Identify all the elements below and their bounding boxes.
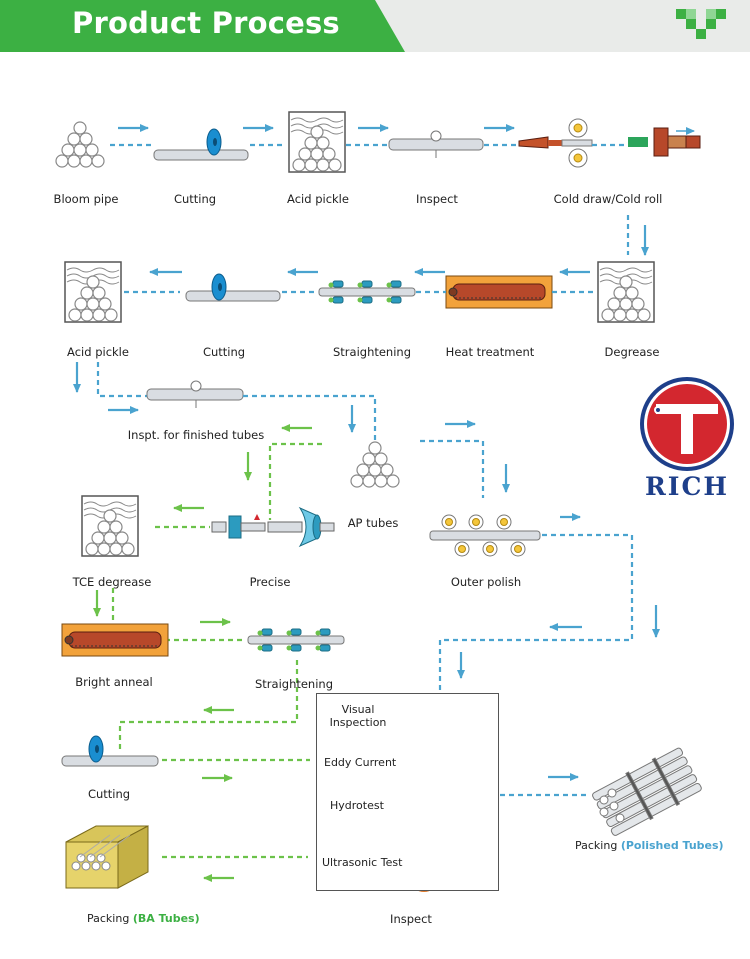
label-precise: Precise xyxy=(249,575,291,589)
straightener-icon xyxy=(247,627,345,653)
label-cutting: Cutting xyxy=(173,192,217,206)
cutting-wheel-icon xyxy=(61,735,159,767)
acid-tank-icon xyxy=(598,262,654,322)
packing-ba-note: (BA Tubes) xyxy=(132,912,200,925)
furnace-icon xyxy=(61,623,169,657)
label-packing-polished: Packing (Polished Tubes) xyxy=(575,839,724,852)
label-heat-treatment: Heat treatment xyxy=(445,345,535,359)
packing-polished-note: (Polished Tubes) xyxy=(620,839,724,852)
label-ultrasonic-test: Ultrasonic Test xyxy=(322,856,403,869)
pipe-stack-icon xyxy=(351,442,399,487)
label-ap-tubes: AP tubes xyxy=(347,516,399,530)
label-bright-anneal: Bright anneal xyxy=(75,675,153,689)
packing-ba-text: Packing xyxy=(87,912,130,925)
label-straightening: Straightening xyxy=(332,345,412,359)
acid-tank-icon xyxy=(65,262,121,322)
label-cutting-2: Cutting xyxy=(202,345,246,359)
straightener-icon xyxy=(318,279,416,305)
page-title: Product Process xyxy=(72,6,340,40)
ba-box-icon xyxy=(65,825,149,889)
tube-icon xyxy=(388,130,484,158)
label-inspect-2: Inspect xyxy=(390,912,432,926)
cutting-wheel-icon xyxy=(185,273,281,302)
label-cutting-3: Cutting xyxy=(87,787,131,801)
cold-draw-icon xyxy=(518,118,701,168)
label-acid-pickle-2: Acid pickle xyxy=(67,345,129,359)
cutting-wheel-icon xyxy=(153,128,249,161)
label-eddy-current: Eddy Current xyxy=(324,756,397,769)
acid-tank-icon xyxy=(82,496,138,556)
packing-bundle-icon xyxy=(592,747,702,836)
label-bloom-pipe: Bloom pipe xyxy=(53,192,119,206)
label-inspect: Inspect xyxy=(416,192,458,206)
precise-machine-icon xyxy=(211,506,335,548)
brand-name: RICH xyxy=(645,472,729,501)
check-logo-icon xyxy=(676,9,726,39)
label-acid-pickle: Acid pickle xyxy=(287,192,349,206)
label-hydrotest: Hydrotest xyxy=(330,799,384,812)
tube-icon xyxy=(146,380,244,408)
label-outer-polish: Outer polish xyxy=(450,575,522,589)
label-straightening-2: Straightening xyxy=(254,677,334,691)
acid-tank-icon xyxy=(289,112,345,172)
label-packing-ba: Packing (BA Tubes) xyxy=(87,912,200,925)
label-inspt-finished: Inspt. for finished tubes xyxy=(127,428,265,442)
furnace-icon xyxy=(445,275,553,309)
label-visual-inspection: Visual Inspection xyxy=(329,703,387,729)
label-degrease: Degrease xyxy=(604,345,660,359)
rich-logo-icon xyxy=(640,377,734,471)
packing-polished-text: Packing xyxy=(575,839,618,852)
header-green-tab xyxy=(0,0,405,52)
inspect-box xyxy=(316,693,499,891)
polisher-icon xyxy=(429,514,541,557)
pipe-stack-icon xyxy=(56,122,104,167)
label-cold-draw: Cold draw/Cold roll xyxy=(553,192,663,206)
label-tce-degrease: TCE degrease xyxy=(72,575,152,589)
